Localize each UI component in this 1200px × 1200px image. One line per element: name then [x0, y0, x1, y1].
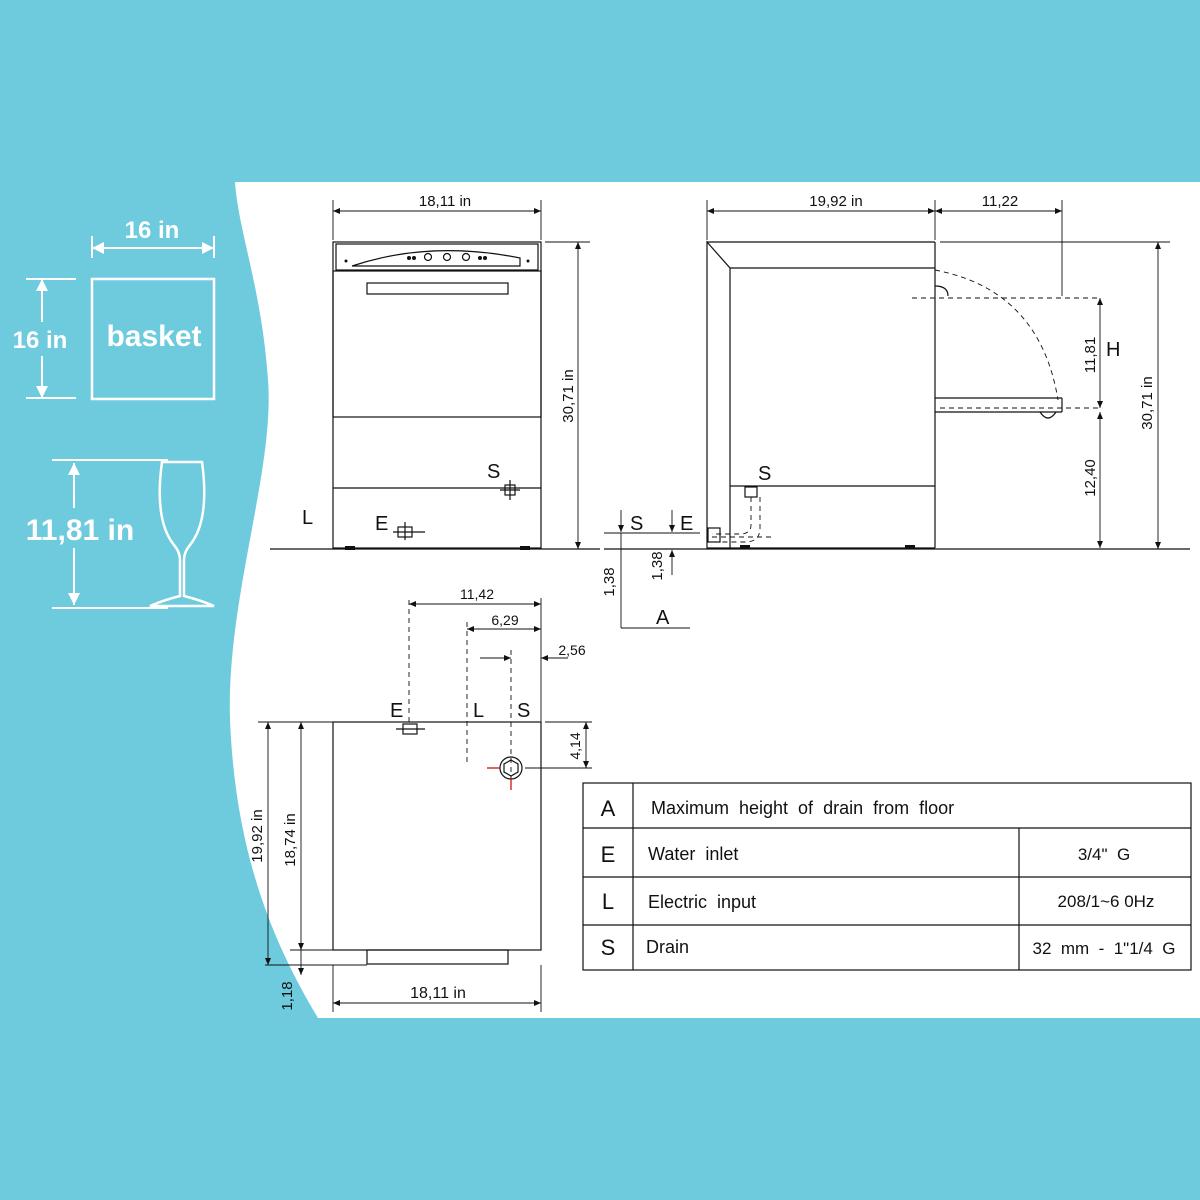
- drain-pipe-icon: [707, 486, 775, 543]
- screw-icon: [526, 259, 530, 263]
- side-foot: [740, 545, 750, 549]
- door-hinge: [934, 285, 949, 297]
- open-door-handle: [1039, 411, 1057, 419]
- top-label-S: S: [517, 700, 530, 722]
- spec-table: A Maximum height of drain from floor E W…: [582, 782, 1192, 971]
- indicator-led-icon: [483, 256, 487, 260]
- spec-code: E: [601, 842, 616, 867]
- spec-desc: Drain: [646, 937, 689, 957]
- spec-desc: Electric input: [648, 892, 756, 912]
- drain-fitting-icon: [500, 480, 520, 500]
- top-drain-fitting-icon: [487, 756, 523, 790]
- side-label-S: S: [630, 513, 643, 535]
- basket-outline: [90, 277, 216, 401]
- spec-row-E: E Water inlet 3/4" G: [601, 842, 1131, 867]
- basket-dimension-panel: 16 in basket 16 in 11,81 in: [4, 217, 216, 609]
- top-dim-S-depth-label: 4,14: [567, 732, 583, 759]
- screw-icon: [344, 259, 348, 263]
- top-door-handle: [366, 949, 509, 965]
- paper-area: [229, 182, 1200, 1018]
- control-panel: [335, 243, 539, 271]
- front-door: [332, 270, 542, 418]
- basket-label: basket: [106, 320, 201, 353]
- top-depth-total-label: 19,92 in: [249, 809, 266, 862]
- front-view: 18,11 in L E S 30,: [270, 193, 600, 550]
- glass-height-label: 11,81 in: [26, 514, 134, 547]
- side-view: 19,92 in 11,22 11,81 H 12,40 30,71 in S: [601, 193, 1190, 629]
- spec-code: A: [601, 796, 616, 821]
- indicator-led-icon: [478, 256, 482, 260]
- basket-width-label: 16 in: [125, 217, 180, 244]
- side-foot: [905, 545, 915, 549]
- side-label-E: E: [680, 513, 693, 535]
- side-label-S-top: S: [758, 463, 771, 485]
- spec-value: 32 mm - 1"1/4 G: [1032, 939, 1175, 958]
- drain-height-label-1: 1,38: [601, 567, 618, 596]
- wine-glass-icon: [149, 460, 215, 608]
- top-depth-body-label: 18,74 in: [282, 813, 299, 866]
- spec-row-S: S Drain 32 mm - 1"1/4 G: [601, 935, 1176, 960]
- side-height-label: 30,71 in: [1139, 376, 1156, 429]
- front-height-label: 30,71 in: [560, 369, 577, 422]
- glass-height-label-bg: [10, 508, 150, 548]
- top-dim-E-label: 11,42: [460, 586, 494, 602]
- front-foot: [520, 546, 530, 550]
- front-label-S: S: [487, 461, 500, 483]
- top-dim-L-label: 6,29: [491, 612, 518, 628]
- door-thickness-label: 1,18: [279, 981, 296, 1010]
- side-label-H: H: [1106, 339, 1120, 361]
- open-clearance-label: 11,81: [1082, 337, 1099, 373]
- indicator-led-icon: [412, 256, 416, 260]
- front-width-label: 18,11 in: [419, 193, 471, 210]
- spec-code: S: [601, 935, 616, 960]
- top-label-L: L: [473, 700, 484, 722]
- drain-height-label-2: 1,38: [649, 551, 666, 580]
- top-dim-S-label: 2,56: [558, 642, 585, 658]
- top-view: 11,42 6,29 2,56 E L S 4,14 19,92: [249, 586, 592, 1012]
- control-panel-bezel: [351, 250, 521, 267]
- spec-desc: Maximum height of drain from floor: [651, 798, 954, 818]
- spec-row-L: L Electric input 208/1~6 0Hz: [602, 889, 1155, 914]
- spec-code: L: [602, 889, 614, 914]
- spec-value: 208/1~6 0Hz: [1058, 892, 1155, 911]
- basket-depth-label-bg: [4, 322, 76, 356]
- front-label-E: E: [375, 513, 388, 535]
- top-width-label: 18,11 in: [410, 985, 466, 1002]
- open-door-arc: [934, 269, 1059, 401]
- front-label-L: L: [302, 507, 313, 529]
- top-label-E: E: [390, 700, 403, 722]
- basket-depth-label: 16 in: [13, 327, 68, 354]
- door-extension-label: 11,22: [982, 193, 1018, 210]
- front-foot: [345, 546, 355, 550]
- control-knob-icon: [423, 252, 433, 262]
- water-inlet-fitting-icon: [393, 522, 425, 540]
- side-depth-label: 19,92 in: [809, 193, 862, 210]
- top-inlet-fitting-icon: [396, 723, 425, 735]
- spec-row-A: A Maximum height of drain from floor: [601, 796, 954, 821]
- indicator-led-icon: [407, 256, 411, 260]
- control-knob-icon: [461, 252, 471, 262]
- spec-desc: Water inlet: [648, 844, 738, 864]
- spec-value: 3/4" G: [1078, 845, 1130, 864]
- door-handle: [366, 282, 509, 295]
- side-label-A: A: [656, 607, 670, 629]
- base-height-label: 12,40: [1082, 459, 1099, 497]
- control-knob-icon: [442, 252, 452, 262]
